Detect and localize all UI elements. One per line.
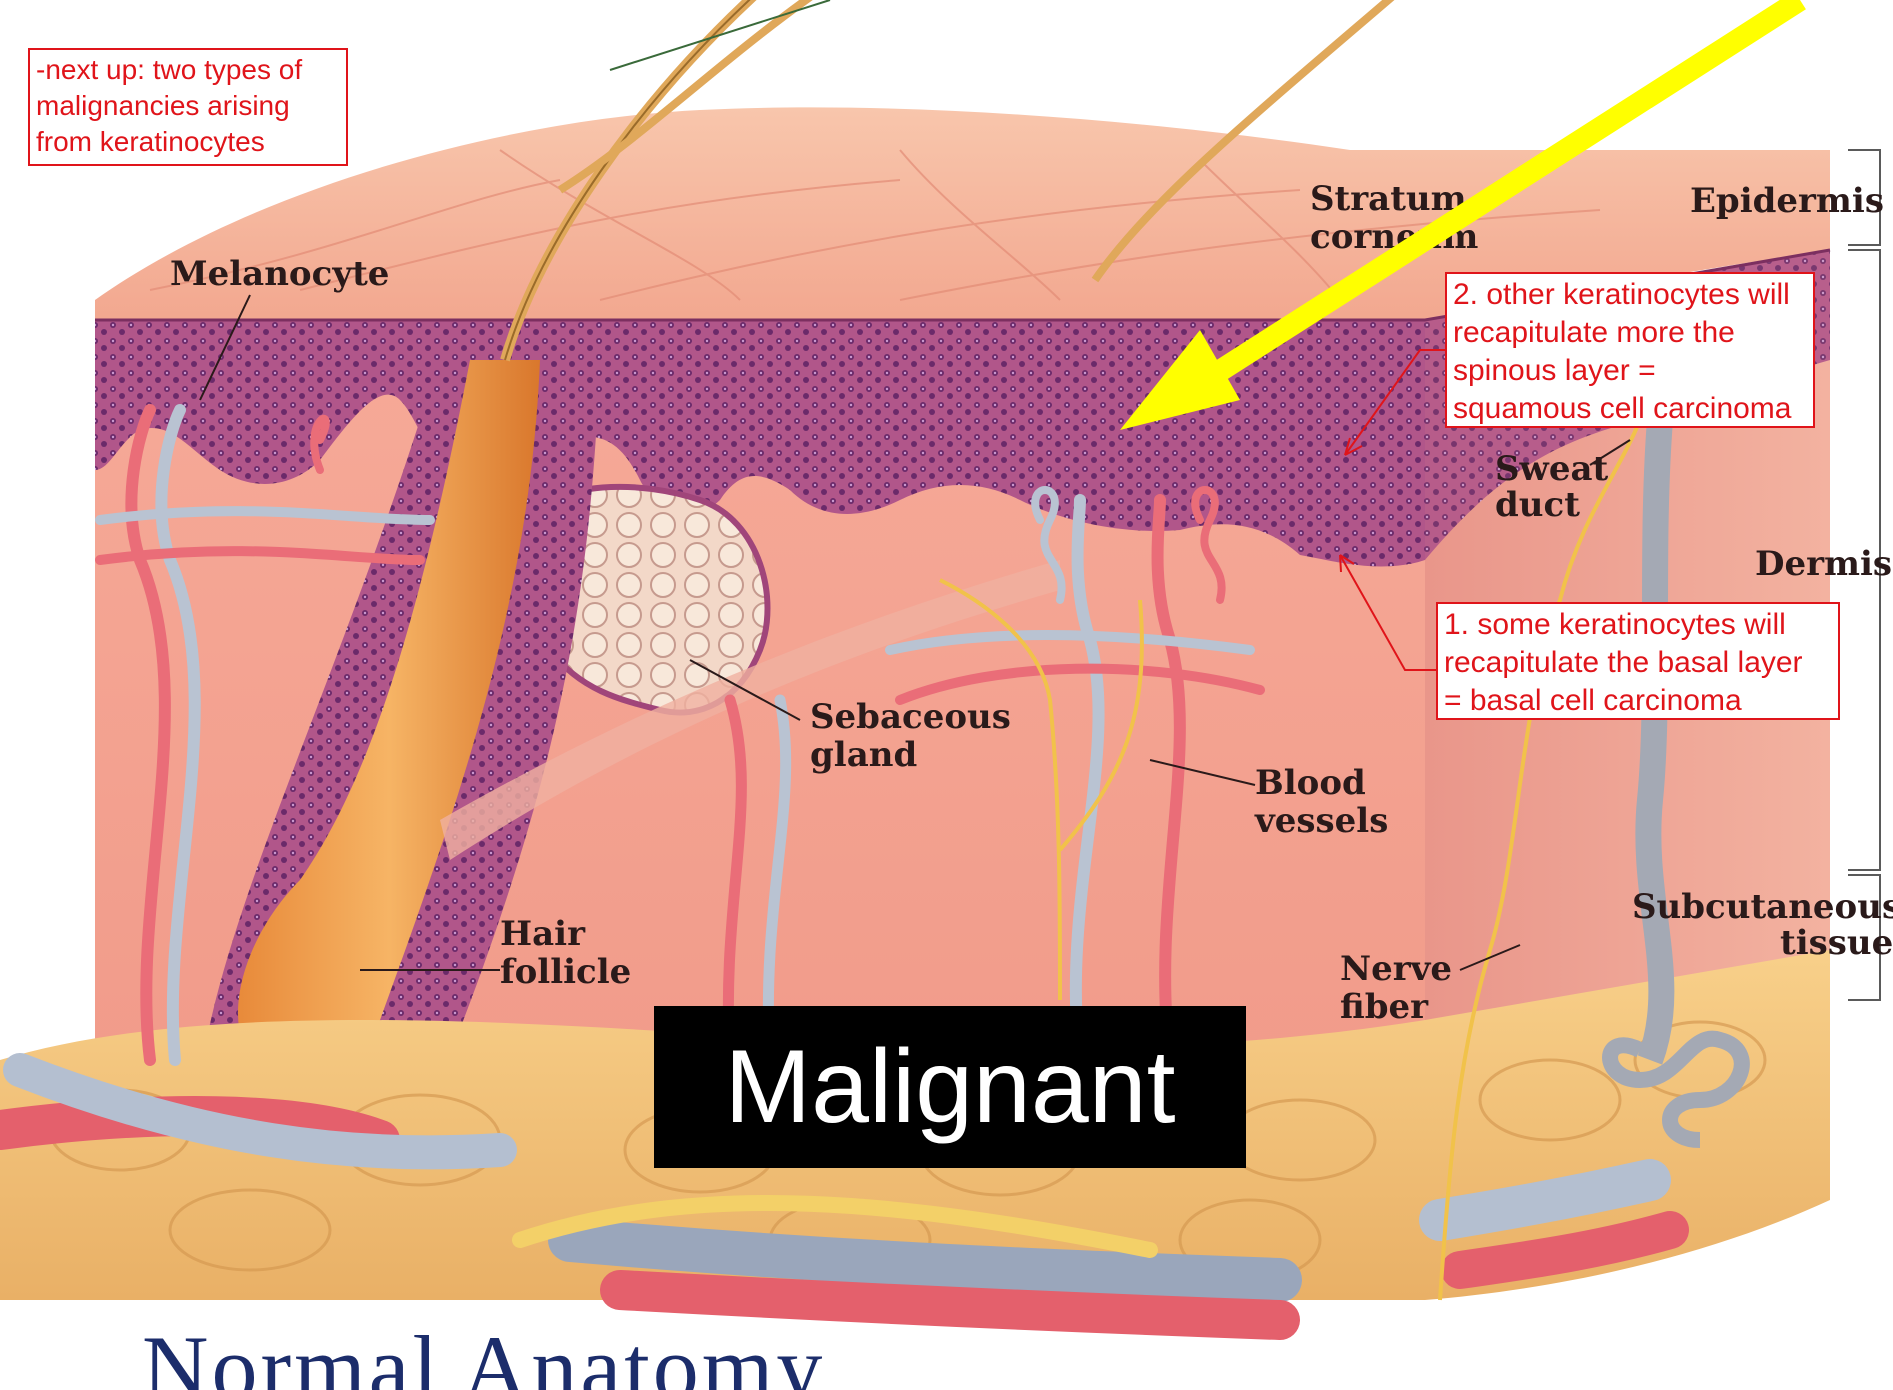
- label-melanocyte-text: Melanocyte: [170, 254, 389, 294]
- sweat-duct: [1648, 420, 1661, 1060]
- label-melanocyte: Melanocyte: [170, 254, 389, 294]
- note-basal-cell-carcinoma: 1. some keratinocytes will recapitulate …: [1436, 602, 1840, 720]
- label-stratum-corneum-line1: Stratum: [1310, 179, 1467, 219]
- note-next-up: -next up: two types of malignancies aris…: [28, 48, 348, 166]
- note-squamous-cell-carcinoma: 2. other keratinocytes will recapitulate…: [1445, 272, 1815, 428]
- page-title: Normal Anatomy: [142, 1315, 825, 1390]
- label-epidermis: Epidermis: [1690, 181, 1884, 221]
- label-dermis: Dermis: [1755, 544, 1892, 584]
- malignant-banner: Malignant: [654, 1006, 1246, 1168]
